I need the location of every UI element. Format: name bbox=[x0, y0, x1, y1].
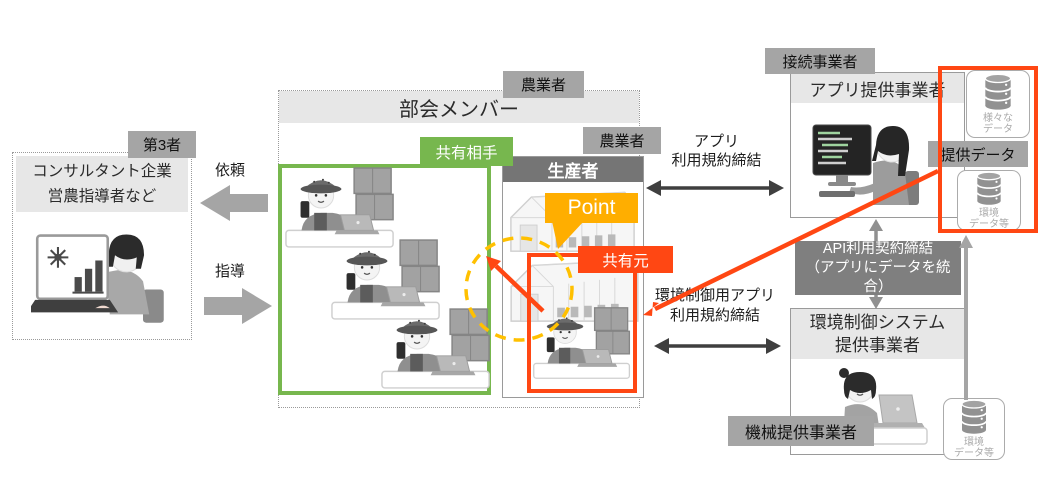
farmer-illustration bbox=[532, 299, 632, 387]
share-partner-box bbox=[278, 164, 491, 395]
guidance-arrow bbox=[204, 288, 272, 324]
farmer-illustration bbox=[380, 307, 492, 390]
consultant-illustration bbox=[31, 219, 171, 331]
connect-provider-tag: 接続事業者 bbox=[765, 48, 875, 74]
member-group-title: 部会メンバー bbox=[399, 98, 519, 121]
share-partner-label: 共有相手 bbox=[420, 137, 513, 166]
third-party-tag-label: 第3者 bbox=[142, 137, 182, 154]
request-arrow bbox=[200, 185, 268, 221]
machine-provider-tag: 機械提供事業者 bbox=[728, 416, 874, 446]
database-icon bbox=[957, 399, 991, 435]
point-bubble: Point bbox=[545, 193, 638, 223]
provided-data-label: 提供データ bbox=[928, 141, 1028, 167]
env-provider-title: 環境制御システム 提供事業者 bbox=[791, 309, 964, 359]
app-terms-arrow bbox=[646, 180, 784, 196]
app-provider-title: アプリ提供事業者 bbox=[791, 73, 964, 103]
farmer-tag-outer: 農業者 bbox=[503, 71, 584, 98]
programmer-illustration bbox=[805, 113, 923, 215]
db-various-box: 様々な データ bbox=[966, 70, 1030, 138]
request-label: 依頼 bbox=[215, 162, 246, 179]
share-source-label: 共有元 bbox=[578, 246, 673, 273]
api-contract-box: API利用契約締結 （アプリにデータを統合） bbox=[795, 241, 961, 295]
third-party-tag: 第3者 bbox=[128, 131, 196, 158]
env-terms-arrow bbox=[654, 338, 781, 354]
db-env-bottom-box: 環境 データ等 bbox=[943, 398, 1005, 460]
guide-label: 指導 bbox=[215, 263, 246, 280]
consultant-box: コンサルタント企業 営農指導者など bbox=[12, 152, 192, 340]
farmer-tag-inner: 農業者 bbox=[583, 127, 661, 154]
consultant-box-title: コンサルタント企業 営農指導者など bbox=[16, 156, 188, 212]
env-terms-label: 環境制御用アプリ 利用規約締結 bbox=[654, 287, 775, 324]
producer-band: 生産者 bbox=[503, 157, 643, 182]
db-env-top-box: 環境 データ等 bbox=[957, 170, 1021, 231]
share-source-box bbox=[527, 253, 637, 393]
app-terms-label: アプリ 利用規約締結 bbox=[671, 133, 762, 169]
farmer-illustration bbox=[284, 166, 396, 249]
provided-data-highlight bbox=[938, 66, 1038, 233]
member-group-title-band: 部会メンバー bbox=[279, 91, 639, 123]
